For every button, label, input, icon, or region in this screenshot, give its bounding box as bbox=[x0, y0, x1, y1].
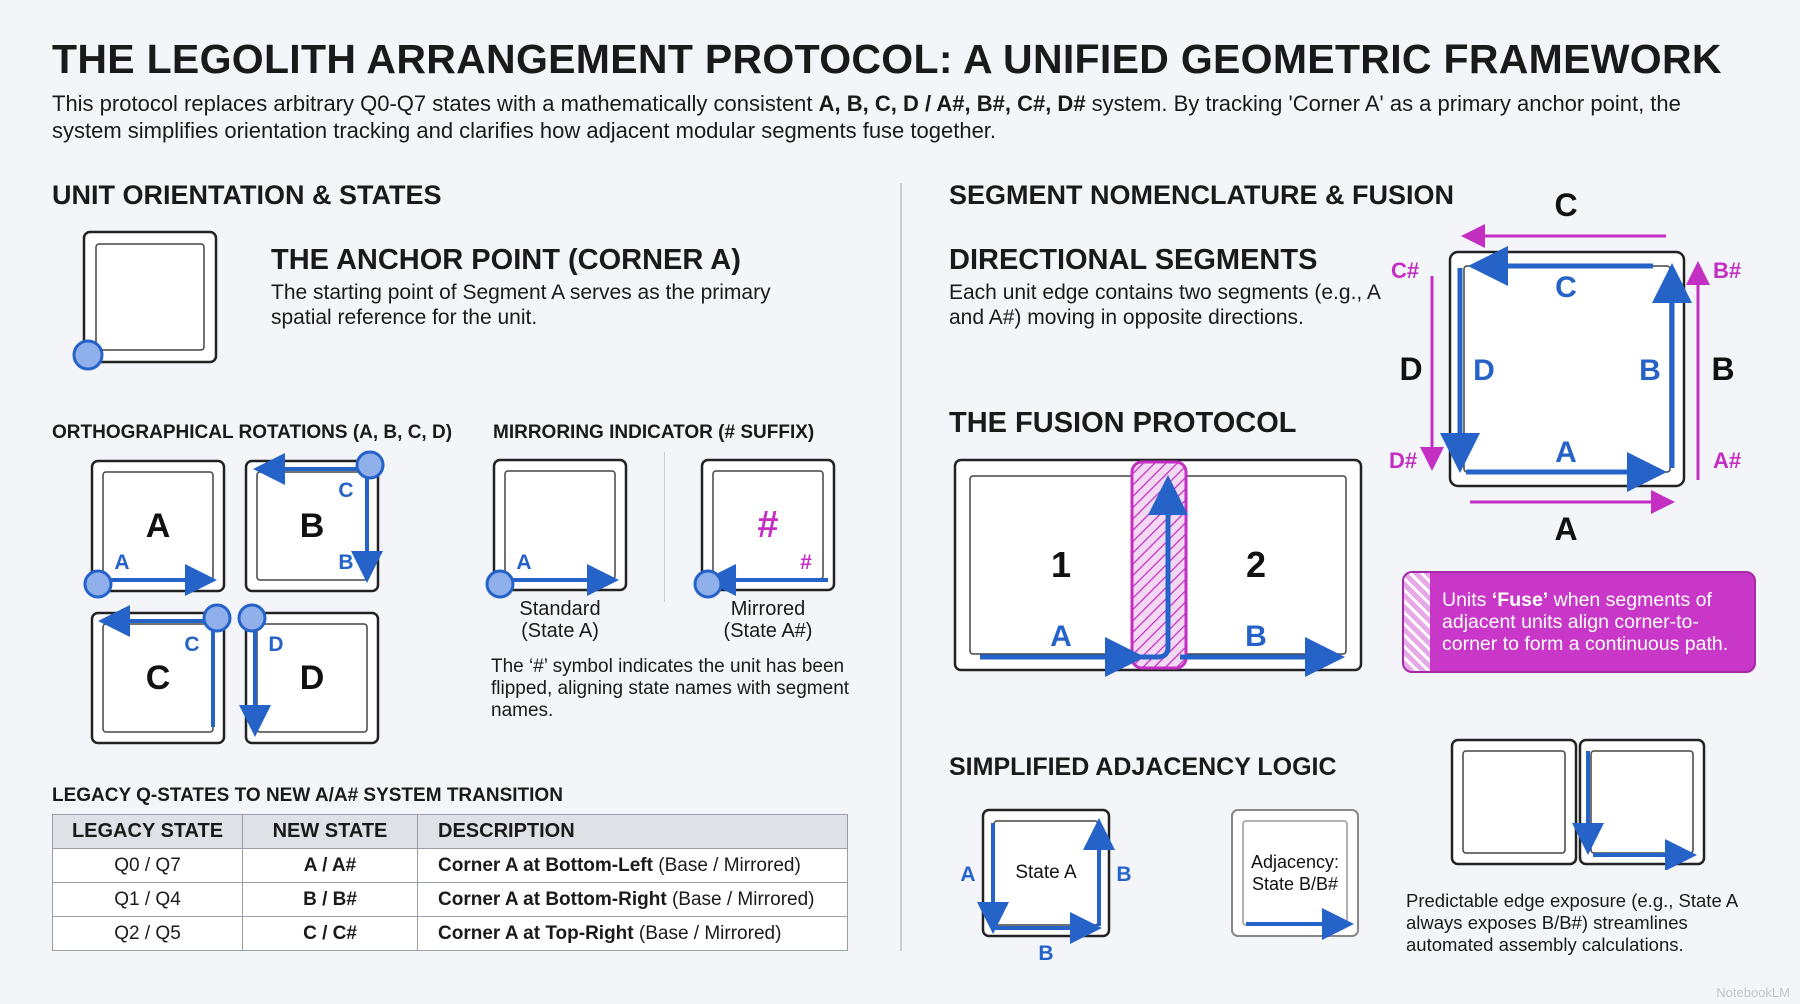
table-row: Q0 / Q7 A / A# Corner A at Bottom-Left (… bbox=[52, 848, 848, 883]
anchor-corner-marker bbox=[72, 339, 104, 371]
svg-text:B: B bbox=[1116, 863, 1131, 886]
segment-nomenclature-heading: SEGMENT NOMENCLATURE & FUSION bbox=[949, 180, 1454, 210]
segment-diagram: C C D B A D B C# B# D# A# A bbox=[1389, 190, 1741, 547]
mirroring-mirrored-unit: # # bbox=[693, 458, 836, 599]
svg-text:State B/B#: State B/B# bbox=[1252, 874, 1338, 894]
column-divider bbox=[900, 183, 902, 951]
svg-text:B: B bbox=[1038, 942, 1053, 965]
mirroring-heading: MIRRORING INDICATOR (# SUFFIX) bbox=[493, 422, 815, 443]
svg-text:A: A bbox=[516, 551, 531, 574]
mirroring-note: The ‘#’ symbol indicates the unit has be… bbox=[491, 656, 850, 721]
fusion-note-stripe bbox=[1404, 573, 1430, 671]
svg-text:Adjacency:: Adjacency: bbox=[1251, 852, 1339, 872]
page-title: THE LEGOLITH ARRANGEMENT PROTOCOL: A UNI… bbox=[52, 36, 1722, 82]
svg-text:A: A bbox=[1555, 436, 1577, 469]
mirroring-figure: A # # bbox=[485, 458, 836, 599]
svg-text:D: D bbox=[268, 633, 283, 656]
anchor-point-text: The starting point of Segment A serves a… bbox=[271, 281, 771, 329]
table-row: Q2 / Q5 C / C# Corner A at Top-Right (Ba… bbox=[52, 916, 848, 951]
svg-text:#: # bbox=[757, 504, 778, 546]
svg-text:1: 1 bbox=[1051, 544, 1071, 585]
fusion-zone bbox=[1130, 460, 1188, 670]
adjacency-note: Predictable edge exposure (e.g., State A… bbox=[1406, 890, 1738, 955]
intro-text: This protocol replaces arbitrary Q0-Q7 s… bbox=[52, 91, 1681, 143]
svg-text:D#: D# bbox=[1389, 448, 1417, 473]
svg-text:C: C bbox=[1555, 271, 1577, 304]
svg-text:#: # bbox=[800, 551, 812, 574]
rotation-unit-b: B C B bbox=[244, 450, 385, 593]
svg-text:D: D bbox=[300, 659, 325, 697]
mirroring-divider bbox=[664, 452, 665, 602]
svg-text:B: B bbox=[1711, 351, 1734, 387]
adjacency-pair-figure bbox=[1450, 738, 1706, 870]
svg-text:State A: State A bbox=[1015, 862, 1077, 883]
anchor-unit-figure bbox=[72, 230, 218, 371]
legacy-col-header: LEGACY STATE bbox=[52, 814, 243, 849]
new-col-header: NEW STATE bbox=[242, 814, 418, 849]
adjacency-neighbor-unit: Adjacency: State B/B# bbox=[1231, 809, 1359, 940]
svg-text:A#: A# bbox=[1713, 448, 1741, 473]
svg-text:B: B bbox=[1245, 620, 1267, 653]
svg-text:C: C bbox=[146, 659, 171, 697]
rotation-unit-c: C C bbox=[90, 603, 232, 745]
table-row: Q1 / Q4 B / B# Corner A at Bottom-Right … bbox=[52, 882, 848, 917]
legacy-heading: LEGACY Q-STATES TO NEW A/A# SYSTEM TRANS… bbox=[52, 785, 563, 806]
rotations-heading: ORTHOGRAPHICAL ROTATIONS (A, B, C, D) bbox=[52, 422, 453, 443]
rotation-unit-a: A A bbox=[83, 459, 226, 599]
fusion-junction-arrow bbox=[1135, 475, 1188, 660]
fusion-note: Units ‘Fuse’ when segments of adjacent u… bbox=[1402, 571, 1756, 673]
directional-segments-text: Each unit edge contains two segments (e.… bbox=[949, 281, 1380, 329]
svg-text:B: B bbox=[300, 507, 325, 545]
svg-text:B#: B# bbox=[1713, 258, 1741, 283]
standard-caption: Standard(State A) bbox=[519, 598, 601, 642]
svg-text:2: 2 bbox=[1246, 544, 1266, 585]
svg-text:A: A bbox=[1554, 511, 1577, 547]
legacy-table: LEGACY STATE NEW STATE DESCRIPTION Q0 / … bbox=[52, 814, 848, 951]
directional-segments-title: DIRECTIONAL SEGMENTS bbox=[949, 244, 1318, 276]
svg-text:A: A bbox=[960, 863, 975, 886]
svg-text:D: D bbox=[1399, 351, 1422, 387]
adjacency-diagram: State A A B B Adjacency: State B/B# bbox=[960, 808, 1359, 965]
svg-text:C: C bbox=[184, 633, 199, 656]
mirroring-standard-unit: A bbox=[485, 458, 628, 599]
legacy-table-header: LEGACY STATE NEW STATE DESCRIPTION bbox=[52, 814, 848, 849]
adjacency-state-a-unit: State A A B B bbox=[960, 808, 1132, 965]
description-col-header: DESCRIPTION bbox=[417, 814, 848, 849]
svg-text:B: B bbox=[1639, 354, 1661, 387]
svg-text:A: A bbox=[1050, 620, 1072, 653]
svg-text:C: C bbox=[1554, 190, 1577, 223]
svg-text:D: D bbox=[1473, 354, 1495, 387]
rotations-figure: A A B C B C C D D bbox=[83, 450, 385, 745]
rotation-unit-d: D D bbox=[237, 603, 380, 745]
svg-text:C: C bbox=[338, 479, 353, 502]
svg-text:B: B bbox=[338, 551, 353, 574]
svg-text:A: A bbox=[146, 507, 171, 545]
mirrored-caption: Mirrored(State A#) bbox=[723, 598, 813, 642]
fusion-diagram: 1 2 A B bbox=[953, 458, 1363, 677]
fusion-protocol-title: THE FUSION PROTOCOL bbox=[949, 407, 1297, 439]
adjacency-heading: SIMPLIFIED ADJACENCY LOGIC bbox=[949, 753, 1337, 781]
unit-orientation-heading: UNIT ORIENTATION & STATES bbox=[52, 180, 442, 210]
watermark: NotebookLM bbox=[1716, 985, 1790, 1000]
svg-text:C#: C# bbox=[1391, 258, 1419, 283]
anchor-point-title: THE ANCHOR POINT (CORNER A) bbox=[271, 244, 741, 276]
svg-text:A: A bbox=[114, 551, 129, 574]
